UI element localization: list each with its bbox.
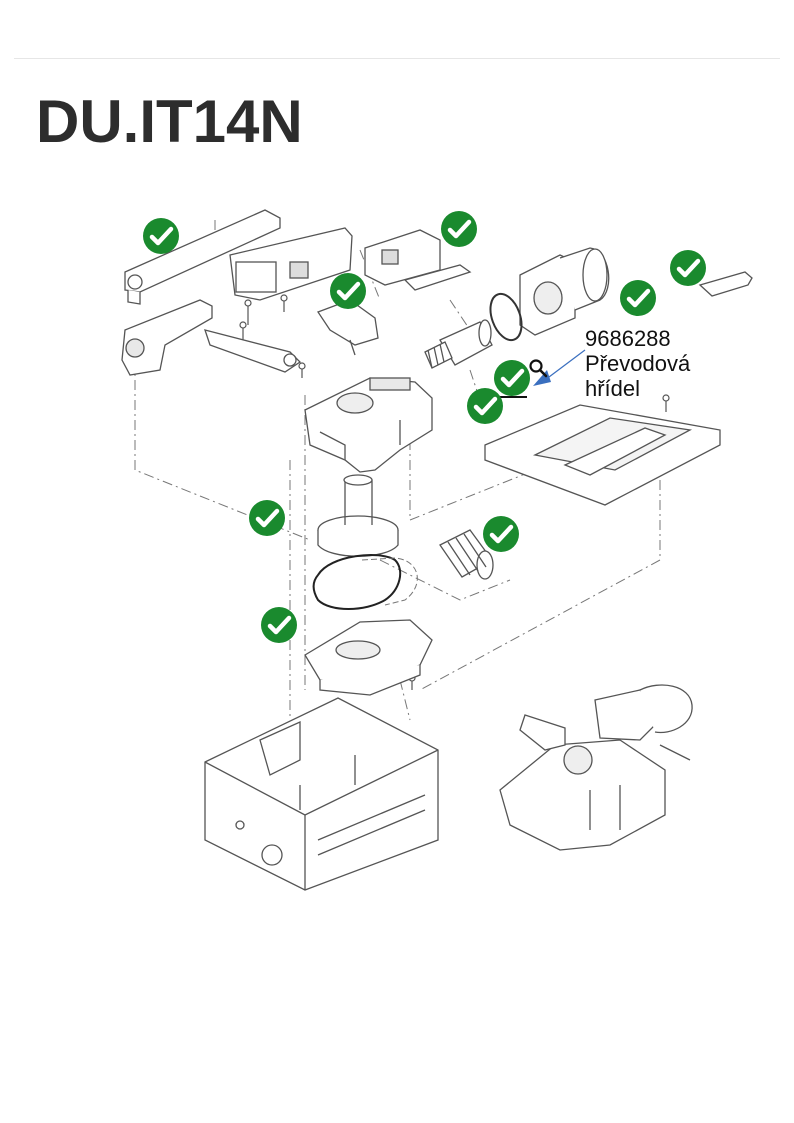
arm-bracket: [229, 227, 353, 301]
arm-lever-lower: [121, 299, 302, 376]
green-check-circle-icon[interactable]: [441, 211, 477, 247]
assembled-operator: [499, 684, 693, 851]
page-title: DU.IT14N: [36, 88, 303, 155]
green-check-circle-icon[interactable]: [670, 250, 706, 286]
green-check-circle-icon[interactable]: [330, 273, 366, 309]
magnifier-icon: [529, 359, 548, 378]
motor-unit: [519, 247, 610, 336]
worm-gear: [439, 529, 494, 580]
green-check-circle-icon[interactable]: [143, 218, 179, 254]
gasket: [312, 554, 402, 610]
right-lever: [698, 271, 753, 297]
callout-arrow: [533, 370, 551, 386]
part-callout[interactable]: 9686288 Převodová hřídel: [585, 326, 690, 401]
gearbox-cover: [304, 377, 433, 473]
arm-lever-upper: [124, 209, 281, 305]
top-divider: [14, 58, 780, 59]
gear-shaft: [424, 319, 493, 369]
crown-gear: [317, 474, 399, 557]
part-name-line2: hřídel: [585, 376, 641, 401]
foundation-box: [204, 697, 439, 891]
green-check-circle-icon[interactable]: [249, 500, 285, 536]
part-name-line1: Převodová: [585, 351, 691, 376]
part-number: 9686288: [585, 326, 671, 351]
release-handle: [364, 229, 472, 291]
green-check-circle-icon[interactable]: [261, 607, 297, 643]
o-ring: [489, 292, 523, 342]
green-check-circle-icon[interactable]: [620, 280, 656, 316]
green-check-circle-icon[interactable]: [483, 516, 519, 552]
gearbox-base: [304, 619, 433, 696]
cover-plate: [484, 404, 721, 506]
green-check-circle-icon[interactable]: [467, 388, 503, 424]
green-check-circle-icon[interactable]: [494, 360, 530, 396]
